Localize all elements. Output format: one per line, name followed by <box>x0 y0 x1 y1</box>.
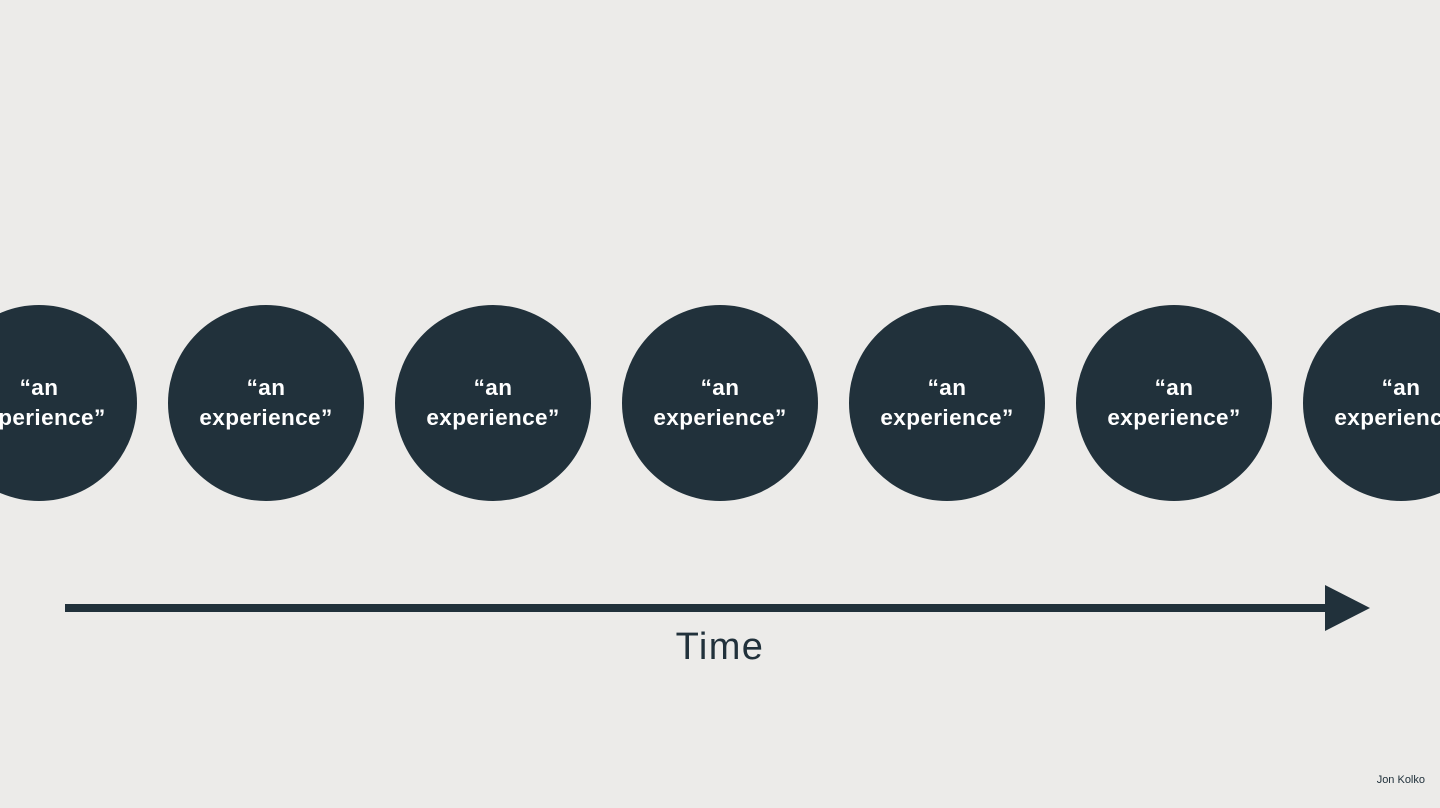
experience-circle: “an experience” <box>395 305 591 501</box>
experience-circle: “an experience” <box>168 305 364 501</box>
experience-circle-label: “an experience” <box>0 375 106 430</box>
arrowhead-icon <box>1325 585 1370 631</box>
experience-circle-label: “an experience” <box>1107 375 1241 430</box>
experience-circle: “an experience” <box>849 305 1045 501</box>
experience-circle-label: “an experience” <box>1334 375 1440 430</box>
experience-circle-label: “an experience” <box>880 375 1014 430</box>
experience-circle: “an experience” <box>1076 305 1272 501</box>
experience-circle: “an experience” <box>622 305 818 501</box>
experience-circle-label: “an experience” <box>653 375 787 430</box>
author-credit: Jon Kolko <box>1376 774 1425 786</box>
experience-circle-label: “an experience” <box>199 375 333 430</box>
time-axis-label: Time <box>675 626 765 668</box>
experience-circle-label: “an experience” <box>426 375 560 430</box>
